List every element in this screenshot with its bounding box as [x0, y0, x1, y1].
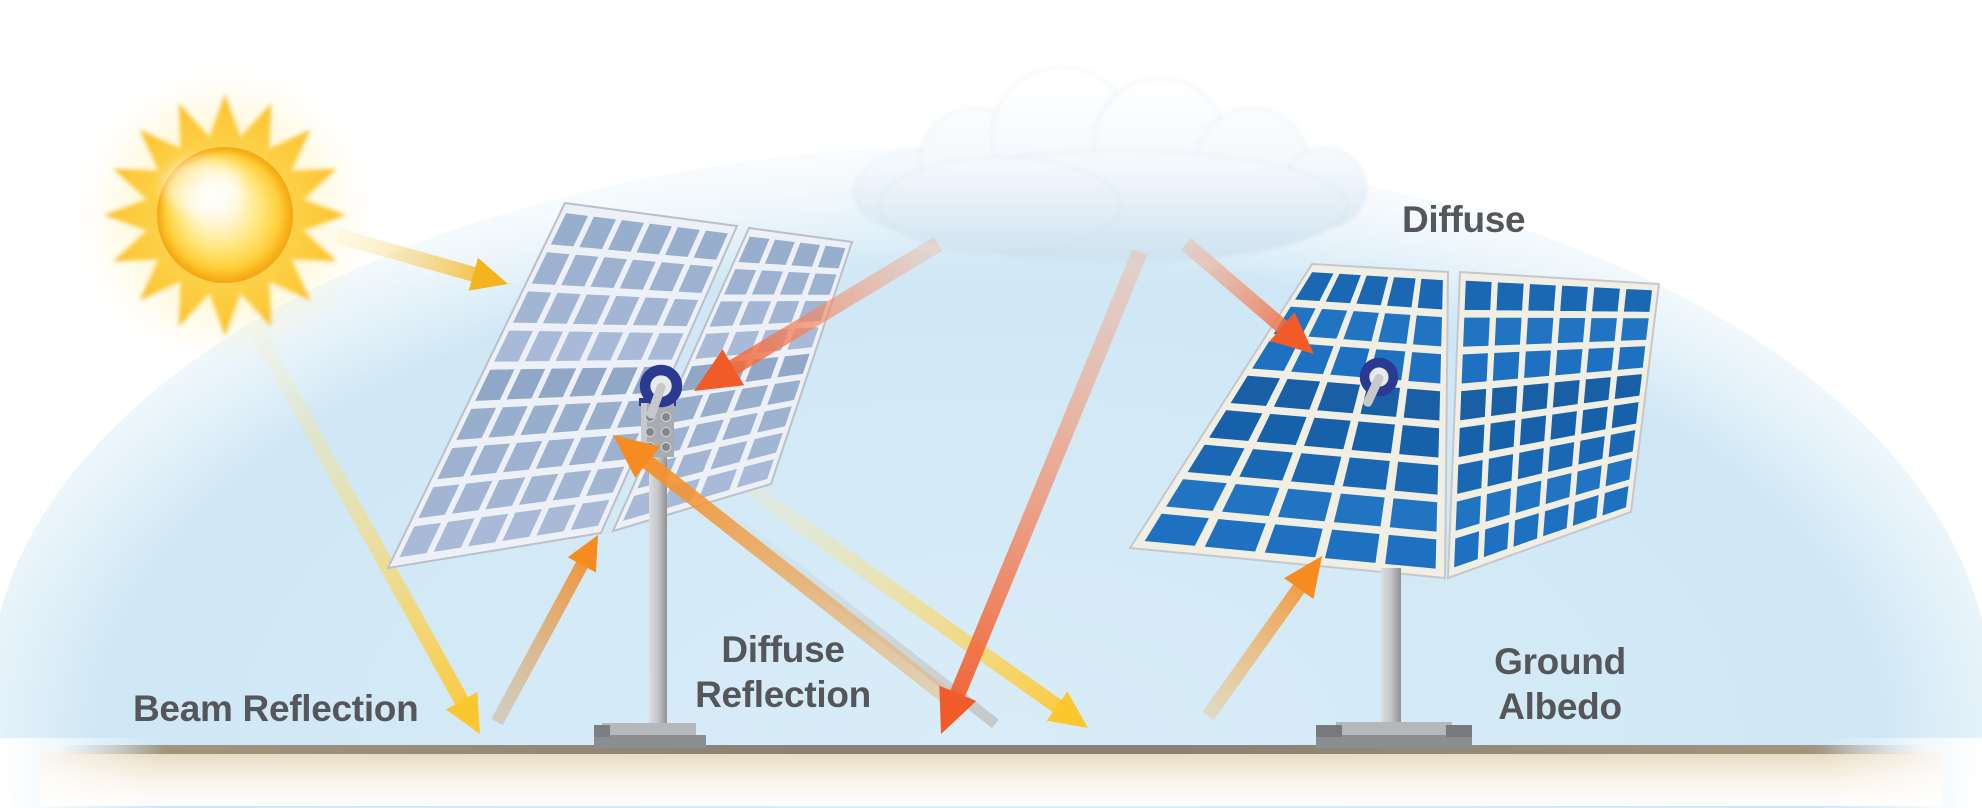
base-plate	[1316, 735, 1472, 748]
label-diffuse-reflection: Diffuse Reflection	[695, 627, 871, 717]
ground-line	[55, 745, 1925, 754]
arrow-cloud-diffuse-to-ground	[939, 248, 1148, 734]
bracket-bolt	[661, 442, 671, 452]
arrow-beam-reflection-arrow	[491, 535, 598, 726]
arrow-ground-albedo-arrow	[1202, 556, 1322, 721]
base-plate	[602, 723, 696, 737]
label-ground-albedo-line1: Ground	[1494, 641, 1626, 682]
ground-fade-left	[0, 738, 160, 808]
arrowhead	[1046, 691, 1088, 728]
arrowhead	[694, 349, 745, 391]
base-plate	[594, 725, 610, 737]
support-pole	[649, 452, 667, 742]
arrowhead	[567, 535, 598, 573]
arrow-cloud-diffuse-to-left-panel	[694, 237, 943, 391]
arrow-cloud-diffuse-to-right-panel	[1181, 238, 1314, 354]
label-diffuse-reflection-line1: Diffuse	[721, 629, 845, 670]
soil-band	[40, 753, 1942, 806]
arrowhead	[468, 257, 508, 291]
left-tracker-hub	[639, 364, 683, 419]
right-solar-panel	[1128, 262, 1661, 580]
label-ground-albedo-line2: Albedo	[1498, 686, 1622, 727]
arrowhead	[939, 685, 977, 734]
right-tracker-hub	[1359, 357, 1399, 407]
base-plate	[594, 735, 706, 748]
arrowhead	[445, 692, 480, 734]
bracket-bolt	[661, 427, 671, 437]
hub-pin	[646, 382, 666, 419]
cloud-puff	[879, 156, 1121, 254]
label-ground-albedo: Ground Albedo	[1494, 639, 1626, 729]
support-pole	[1381, 568, 1401, 742]
right-mount	[1316, 568, 1472, 748]
arrowhead	[1269, 312, 1314, 354]
arrowhead	[613, 435, 660, 478]
rays-front	[335, 228, 1322, 734]
label-diffuse-reflection-line2: Reflection	[695, 674, 871, 715]
base-plate	[1446, 725, 1472, 737]
arrow-sun-beam-to-panel	[335, 228, 508, 291]
arrow-faint-reflection-ray	[712, 501, 999, 729]
bracket-bolt	[645, 427, 655, 437]
arrow-sun-beam-to-ground	[249, 326, 480, 734]
ground-fade-right	[1822, 738, 1982, 808]
arrowhead	[1284, 556, 1322, 599]
bracket-bolt	[661, 412, 671, 422]
arrow-sun-beam-to-ground-right	[707, 455, 1088, 728]
hub-ring	[639, 364, 683, 408]
bracket-highlight	[641, 403, 647, 457]
label-diffuse: Diffuse	[1402, 199, 1526, 240]
sun-highlight	[162, 158, 242, 214]
hub-pin	[1363, 373, 1384, 407]
rays-behind	[249, 326, 1088, 734]
label-beam-reflection: Beam Reflection	[133, 688, 419, 729]
base-plate	[1336, 722, 1452, 736]
hub-ring	[1359, 357, 1399, 397]
arrow-diffuse-reflection-arrow	[613, 435, 963, 712]
cloud	[853, 66, 1367, 263]
sun	[75, 65, 375, 365]
base-plate	[1316, 725, 1342, 737]
